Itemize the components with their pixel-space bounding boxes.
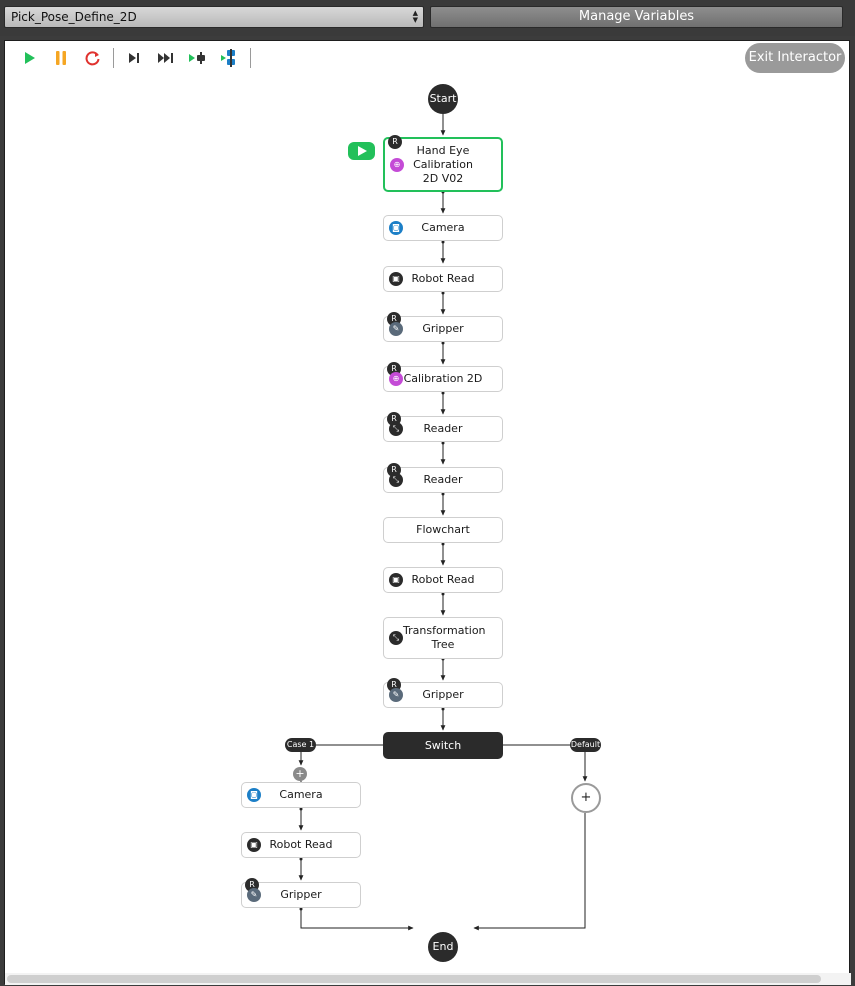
node-calibration-2d[interactable]: R ⊕ Calibration 2D: [383, 362, 503, 392]
case-1-label[interactable]: Case 1: [285, 738, 316, 752]
restart-icon[interactable]: [77, 47, 109, 69]
step-icon[interactable]: [118, 47, 150, 69]
play-icon: [357, 146, 367, 156]
camera-icon: ◙: [389, 221, 403, 235]
node-reader[interactable]: R ⤡ Reader: [383, 463, 503, 493]
exit-interactor-button[interactable]: Exit Interactor: [745, 43, 845, 73]
node-robot-read[interactable]: ▣ Robot Read: [241, 832, 361, 858]
start-node[interactable]: Start: [428, 84, 458, 114]
run-badge: R: [388, 135, 402, 149]
node-gripper[interactable]: R ✎ Gripper: [241, 878, 361, 908]
toolbar-separator: [113, 48, 114, 68]
node-robot-read[interactable]: ▣ Robot Read: [383, 567, 503, 593]
camera-icon: ◙: [247, 788, 261, 802]
robot-read-icon: ▣: [389, 272, 403, 286]
robot-read-icon: ▣: [389, 573, 403, 587]
reader-icon: ⤡: [389, 473, 403, 487]
end-node[interactable]: End: [428, 932, 458, 962]
gripper-icon: ✎: [389, 322, 403, 336]
breakpoint-icon[interactable]: [214, 47, 246, 69]
node-label: Reader: [423, 473, 463, 486]
node-label: Camera: [279, 788, 323, 801]
node-camera[interactable]: ◙ Camera: [383, 215, 503, 241]
flow-select[interactable]: Pick_Pose_Define_2D ▲▼: [4, 6, 424, 28]
node-flowchart[interactable]: Flowchart: [383, 517, 503, 543]
node-label: Hand Eye Calibration 2D V02: [413, 143, 473, 185]
default-case-label[interactable]: Default: [570, 738, 601, 752]
node-label: Gripper: [422, 688, 464, 701]
horizontal-scrollbar[interactable]: [5, 973, 851, 985]
calibration-icon: ⊕: [390, 157, 404, 172]
node-label: Reader: [423, 422, 463, 435]
switch-node[interactable]: Switch: [383, 732, 503, 759]
current-step-indicator: [348, 142, 375, 160]
add-step-button[interactable]: +: [293, 767, 307, 781]
flow-canvas[interactable]: Exit Interactor Start R ⊕ Hand Eye Calib…: [4, 40, 851, 985]
node-label: Transformation Tree: [403, 624, 486, 651]
node-label: Calibration 2D: [403, 372, 483, 385]
step-over-icon[interactable]: [150, 47, 182, 69]
gripper-icon: ✎: [247, 888, 261, 902]
robot-read-icon: ▣: [247, 838, 261, 852]
add-default-step-button[interactable]: +: [571, 783, 601, 813]
flow-select-value: Pick_Pose_Define_2D: [11, 10, 137, 24]
manage-variables-button[interactable]: Manage Variables: [430, 6, 843, 28]
node-reader[interactable]: R ⤡ Reader: [383, 412, 503, 442]
node-gripper[interactable]: R ✎ Gripper: [383, 312, 503, 342]
transform-tree-icon: ⤡: [389, 631, 403, 645]
node-robot-read[interactable]: ▣ Robot Read: [383, 266, 503, 292]
node-label: Robot Read: [411, 272, 475, 285]
scrollbar-thumb[interactable]: [7, 975, 821, 983]
node-label: Robot Read: [269, 838, 333, 851]
gripper-icon: ✎: [389, 688, 403, 702]
pause-icon[interactable]: [45, 47, 77, 69]
run-to-breakpoint-icon[interactable]: [182, 47, 214, 69]
node-camera[interactable]: ◙ Camera: [241, 782, 361, 808]
top-bar: Pick_Pose_Define_2D ▲▼ Manage Variables: [0, 0, 855, 36]
node-hand-eye-calibration[interactable]: R ⊕ Hand Eye Calibration 2D V02: [383, 135, 503, 192]
select-arrows-icon: ▲▼: [412, 9, 418, 24]
node-transformation-tree[interactable]: ⤡ Transformation Tree: [383, 617, 503, 659]
toolbar-separator: [250, 48, 251, 68]
node-label: Gripper: [280, 888, 322, 901]
calibration-icon: ⊕: [389, 372, 403, 386]
node-gripper[interactable]: R ✎ Gripper: [383, 678, 503, 708]
node-label: Robot Read: [411, 573, 475, 586]
node-label: Camera: [421, 221, 465, 234]
node-label: Flowchart: [416, 523, 470, 536]
node-label: Gripper: [422, 322, 464, 335]
run-toolbar: [13, 47, 255, 69]
reader-icon: ⤡: [389, 422, 403, 436]
play-icon[interactable]: [13, 47, 45, 69]
